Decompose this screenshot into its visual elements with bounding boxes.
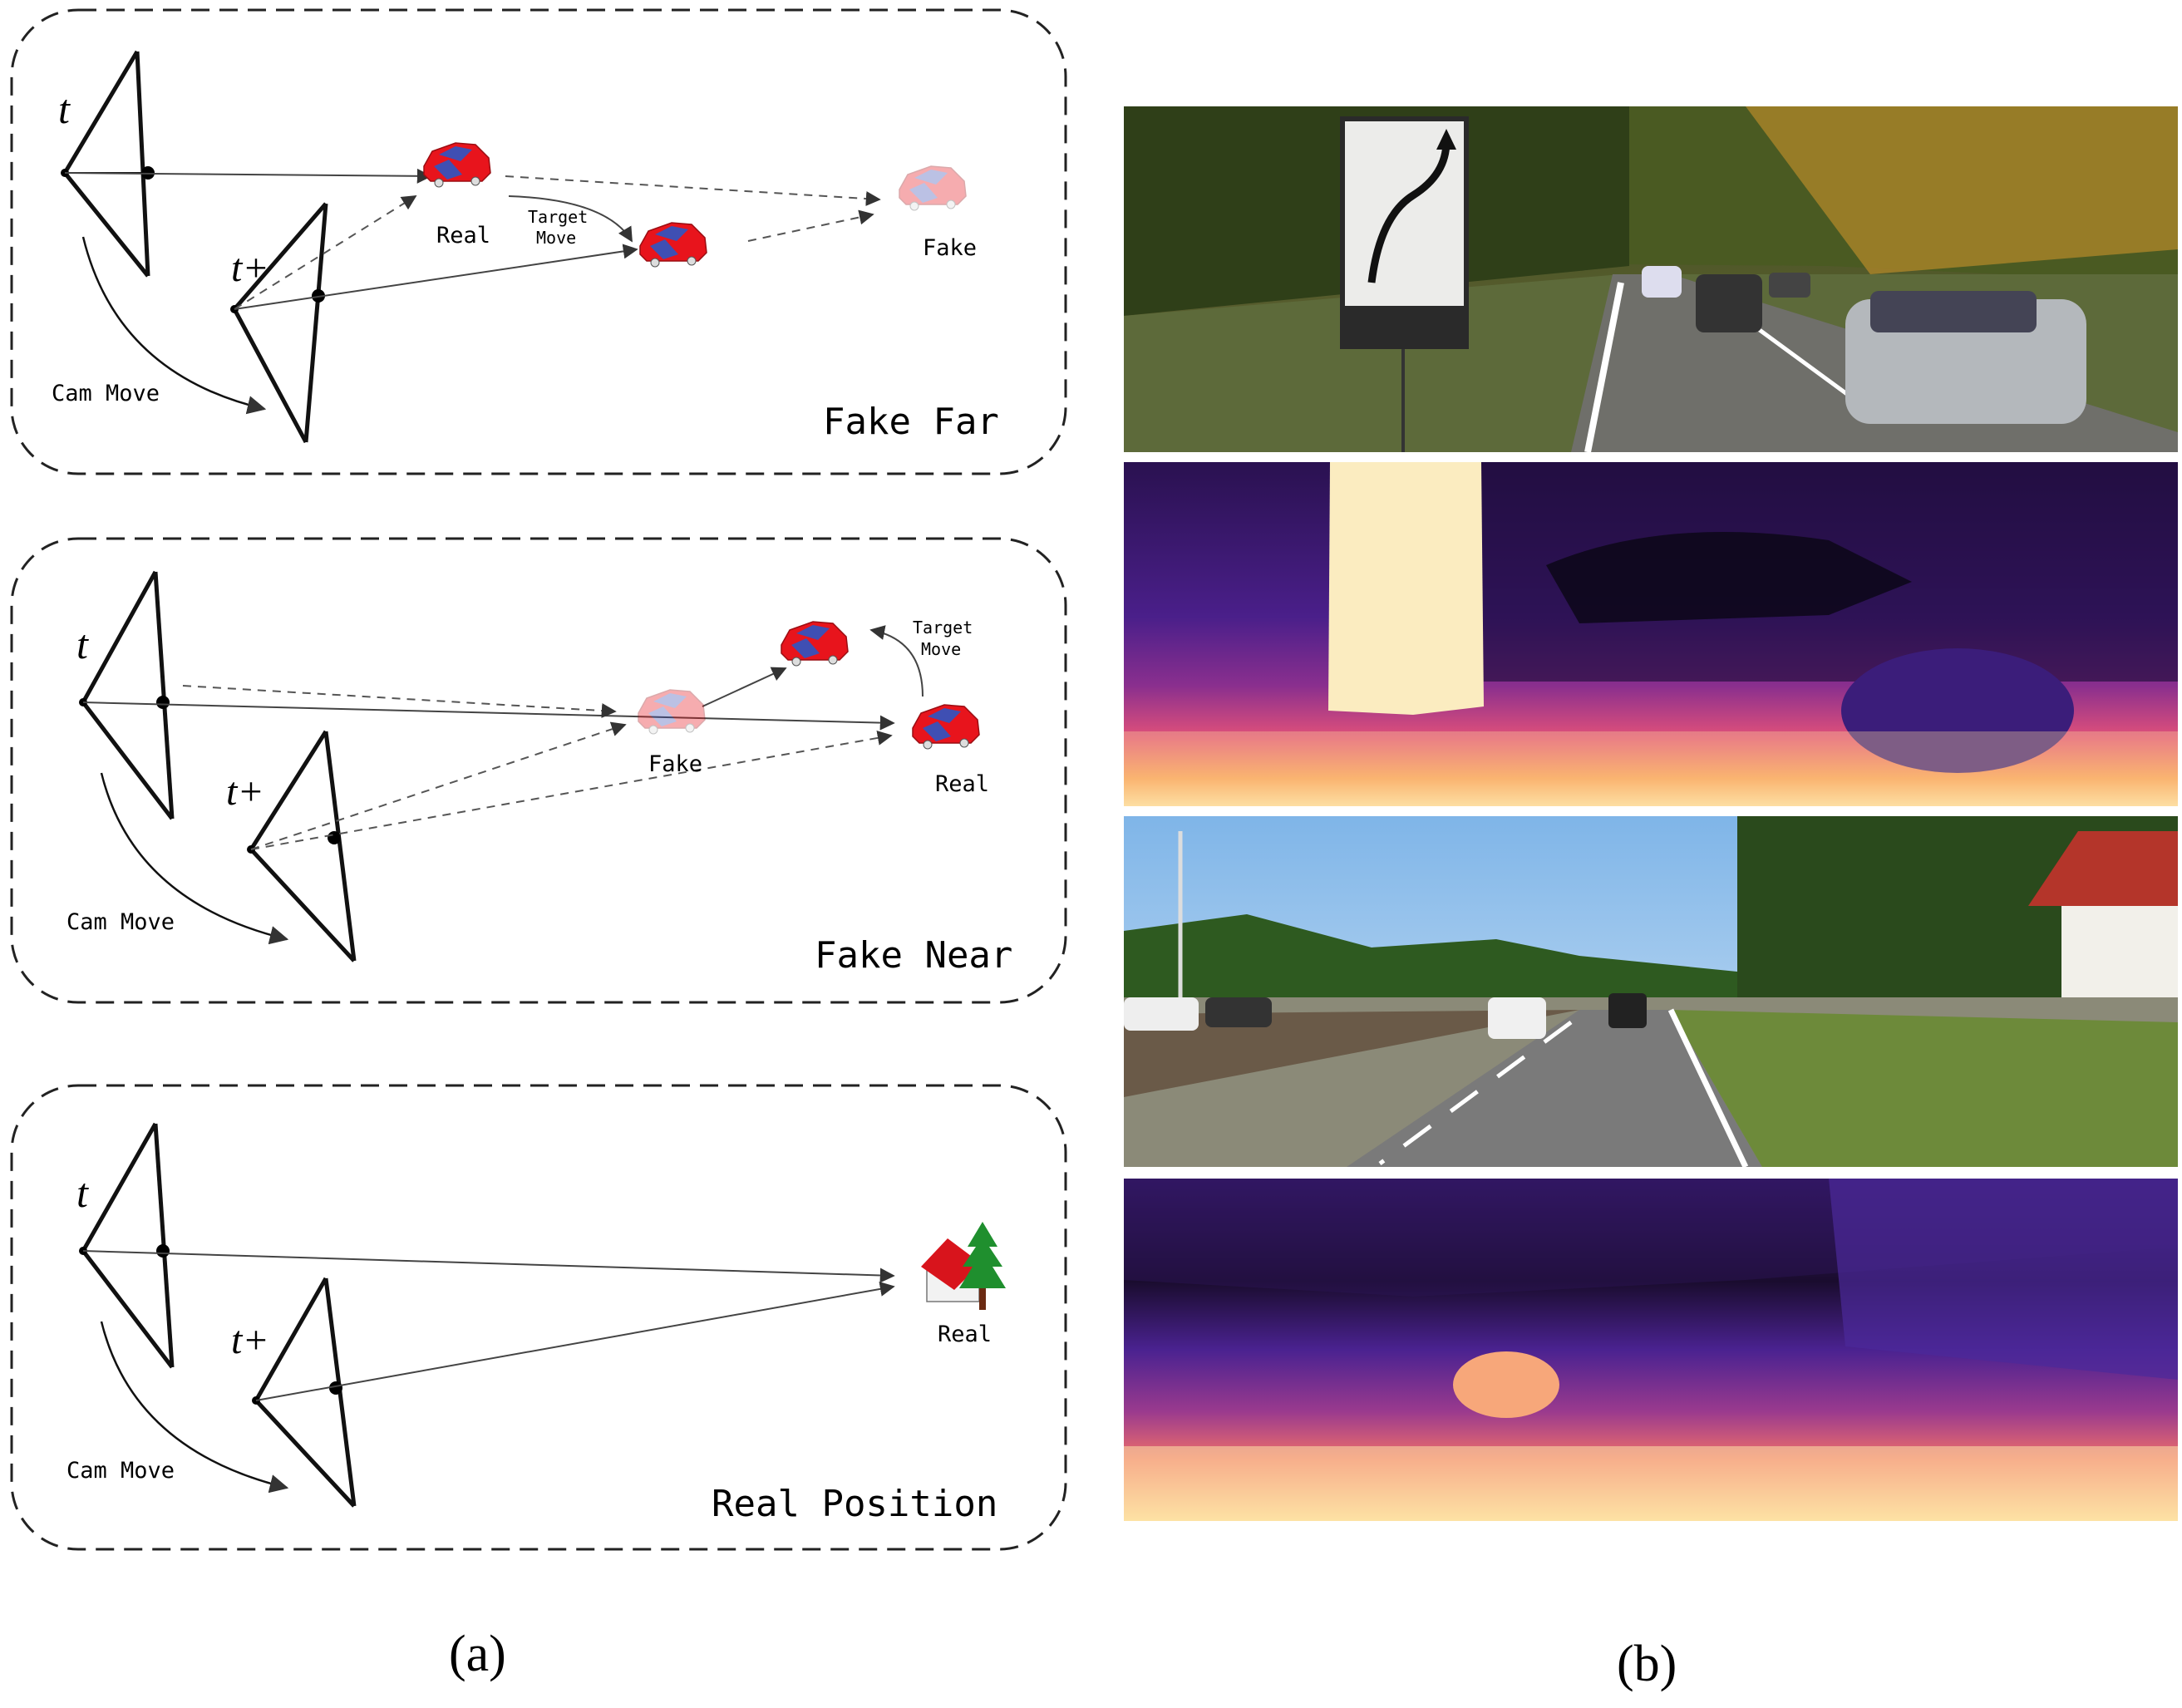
road-photo-1 xyxy=(1124,106,2178,453)
cam-move-arrow xyxy=(100,772,289,945)
camera-tplus xyxy=(247,730,357,962)
panel-fake-far: t t+ Real Fake Target Move Cam Move Fake… xyxy=(10,8,1067,475)
label-tplus: t+ xyxy=(226,770,264,814)
panel-fake-near: t t+ Fake Real Target Move Cam Move Fake… xyxy=(10,537,1067,1004)
ray-t-real xyxy=(64,168,432,184)
label-real: Real xyxy=(938,1322,992,1347)
depth-map-2 xyxy=(1124,1179,2178,1521)
target-move-arrow xyxy=(508,195,633,243)
depth-map-1 xyxy=(1124,462,2178,806)
ray-dashed-real xyxy=(234,195,417,310)
ray-t-real xyxy=(82,701,895,731)
road-photo-2 xyxy=(1124,816,2178,1169)
label-target-move-1: Target xyxy=(913,618,973,637)
label-target-move-2: Move xyxy=(921,639,961,659)
ray-fake-to-moved xyxy=(702,667,787,707)
label-tplus: t+ xyxy=(231,1318,269,1362)
caption-a: (a) xyxy=(449,1626,506,1682)
label-cam-move: Cam Move xyxy=(66,909,175,935)
ray-t-real xyxy=(82,1250,895,1283)
panel-title: Fake Far xyxy=(823,401,999,443)
ray-tplus-real xyxy=(255,1281,895,1401)
panel-title: Real Position xyxy=(712,1483,997,1525)
label-cam-move: Cam Move xyxy=(66,1458,175,1484)
panel-border xyxy=(10,537,1067,1004)
camera-t xyxy=(79,1122,175,1369)
car-fake-ghost xyxy=(899,165,967,211)
camera-tplus xyxy=(230,202,328,444)
label-cam-move: Cam Move xyxy=(52,381,160,406)
label-real: Real xyxy=(436,223,490,249)
panel-border xyxy=(10,1084,1067,1551)
ray-dashed-fake-2 xyxy=(250,721,627,850)
label-fake: Fake xyxy=(648,751,702,777)
car-real xyxy=(912,704,980,750)
label-t: t xyxy=(76,1169,89,1216)
car-fake-ghost xyxy=(638,689,706,735)
target-move-arrow xyxy=(869,625,924,697)
camera-t xyxy=(79,570,175,820)
panel-title: Fake Near xyxy=(815,934,1012,977)
label-target-move-1: Target xyxy=(528,207,588,227)
cam-move-arrow xyxy=(81,236,267,415)
label-t: t xyxy=(58,86,71,132)
ray-tplus-moved xyxy=(234,244,638,310)
caption-b: (b) xyxy=(1617,1636,1677,1692)
label-t: t xyxy=(76,621,89,667)
car-moved xyxy=(639,222,707,268)
car-real xyxy=(423,142,491,188)
ray-dashed-fake xyxy=(182,685,617,719)
ray-dashed-real xyxy=(250,730,893,850)
label-fake: Fake xyxy=(923,235,977,261)
label-tplus: t+ xyxy=(231,246,269,290)
car-moved xyxy=(781,621,849,667)
panel-real-position: t t+ Real Cam Move Real Position xyxy=(10,1084,1067,1551)
ray-dashed-fake xyxy=(505,175,881,206)
cam-move-arrow xyxy=(100,1321,289,1494)
panel-border xyxy=(10,8,1067,475)
label-real: Real xyxy=(935,771,989,797)
camera-t xyxy=(61,50,155,278)
house-tree-icon xyxy=(921,1222,1006,1310)
label-target-move-2: Move xyxy=(536,228,576,248)
ray-dashed-fake-2 xyxy=(747,209,874,242)
